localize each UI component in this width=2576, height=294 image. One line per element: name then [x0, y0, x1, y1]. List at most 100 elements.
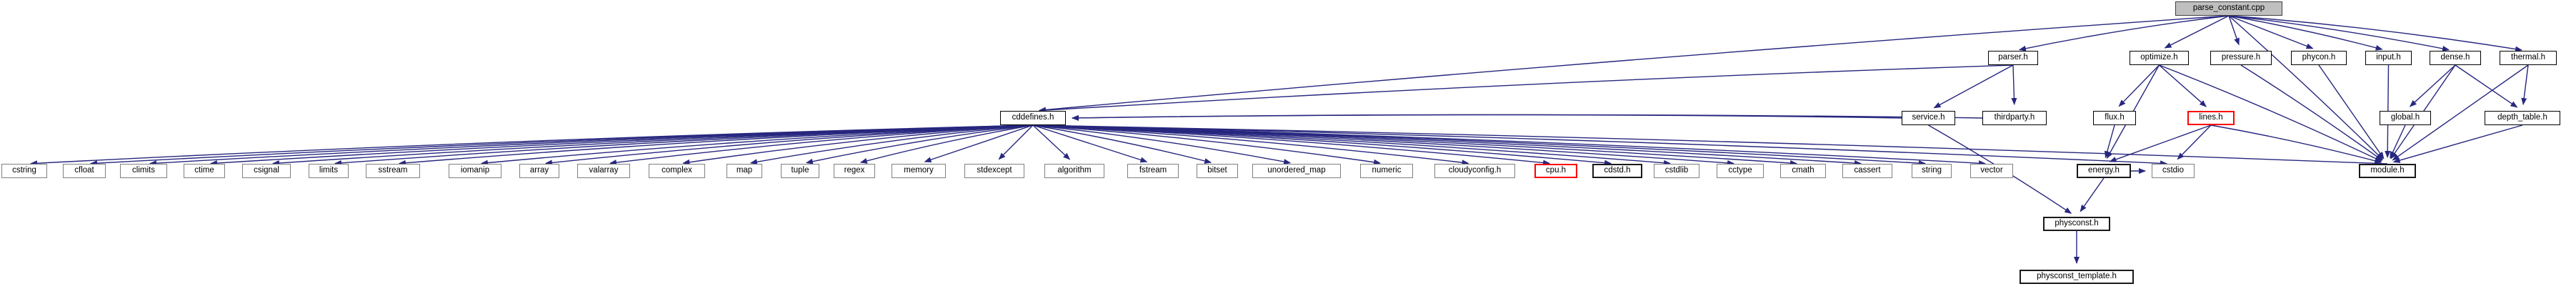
- graph-edge-cddefines-h-to-regex: [859, 124, 1034, 164]
- graph-node-climits[interactable]: climits: [120, 164, 167, 178]
- graph-node-label: iomanip: [460, 166, 490, 175]
- graph-node-label: physconst_template.h: [2037, 272, 2117, 281]
- graph-edge-cddefines-h-to-fstream: [1032, 124, 1148, 163]
- graph-node-optimize-h[interactable]: optimize.h: [2130, 51, 2189, 65]
- graph-node-cmath[interactable]: cmath: [1780, 164, 1826, 178]
- graph-node-label: pressure.h: [2221, 53, 2261, 62]
- graph-node-label: numeric: [1372, 166, 1402, 175]
- graph-node-label: cpu.h: [1545, 166, 1567, 175]
- graph-node-unordered-map[interactable]: unordered_map: [1252, 164, 1341, 178]
- graph-node-label: cfloat: [74, 166, 94, 175]
- graph-edge-parse-constant-cpp-to-input-h: [2228, 15, 2383, 51]
- graph-edge-cddefines-h-to-tuple: [805, 124, 1034, 165]
- graph-edge-flux-h-to-energy-h: [2104, 124, 2115, 159]
- graph-node-stdexcept[interactable]: stdexcept: [964, 164, 1024, 178]
- graph-node-cloudyconfig-h[interactable]: cloudyconfig.h: [1434, 164, 1515, 178]
- graph-edge-cddefines-h-to-cstdlib: [1032, 124, 1672, 166]
- graph-node-label: map: [736, 166, 753, 175]
- graph-node-service-h[interactable]: service.h: [1902, 111, 1955, 125]
- graph-node-depth-table-h[interactable]: depth_table.h: [2485, 111, 2560, 125]
- graph-node-csignal[interactable]: csignal: [242, 164, 291, 178]
- graph-node-label: csignal: [254, 166, 279, 175]
- graph-node-global-h[interactable]: global.h: [2380, 111, 2431, 125]
- graph-node-limits[interactable]: limits: [309, 164, 349, 178]
- graph-node-physconst-template-h[interactable]: physconst_template.h: [2020, 270, 2134, 284]
- graph-node-cassert[interactable]: cassert: [1842, 164, 1892, 178]
- graph-node-label: climits: [132, 166, 155, 175]
- graph-edge-cddefines-h-to-limits: [334, 124, 1034, 166]
- graph-node-ctime[interactable]: ctime: [184, 164, 225, 178]
- graph-edge-parse-constant-cpp-to-module-h: [2228, 15, 2384, 160]
- graph-node-label: complex: [662, 166, 692, 175]
- graph-node-dense-h[interactable]: dense.h: [2430, 51, 2481, 65]
- graph-node-label: parser.h: [1998, 53, 2028, 62]
- graph-node-cstdlib[interactable]: cstdlib: [1654, 164, 1699, 178]
- graph-node-regex[interactable]: regex: [834, 164, 875, 178]
- graph-edge-cddefines-h-to-cmath: [1032, 124, 1798, 166]
- graph-node-map[interactable]: map: [727, 164, 762, 178]
- graph-edge-cddefines-h-to-cstring: [29, 124, 1034, 167]
- graph-node-label: unordered_map: [1267, 166, 1326, 175]
- graph-node-flux-h[interactable]: flux.h: [2093, 111, 2136, 125]
- graph-node-algorithm[interactable]: algorithm: [1044, 164, 1104, 178]
- graph-edge-cddefines-h-to-cctype: [1032, 124, 1735, 166]
- graph-node-iomanip[interactable]: iomanip: [449, 164, 501, 178]
- graph-node-label: fstream: [1139, 166, 1167, 175]
- graph-node-cstdio[interactable]: cstdio: [2152, 164, 2195, 178]
- graph-edge-thirdparty-h-to-cddefines-h: [1072, 114, 1983, 121]
- graph-node-physconst-h[interactable]: physconst.h: [2043, 217, 2110, 231]
- graph-node-pressure-h[interactable]: pressure.h: [2210, 51, 2272, 65]
- graph-edge-cddefines-h-to-array: [544, 124, 1034, 166]
- graph-node-thermal-h[interactable]: thermal.h: [2500, 51, 2557, 65]
- graph-node-parser-h[interactable]: parser.h: [1988, 51, 2038, 65]
- graph-node-label: cdstd.h: [1604, 166, 1631, 175]
- graph-node-label: parse_constant.cpp: [2192, 4, 2265, 13]
- graph-edge-cddefines-h-to-map: [749, 124, 1034, 165]
- graph-node-label: lines.h: [2199, 113, 2223, 122]
- graph-edge-dense-h-to-depth-table-h: [2455, 64, 2518, 108]
- graph-node-cpu-h[interactable]: cpu.h: [1534, 164, 1577, 178]
- graph-node-cddefines-h[interactable]: cddefines.h: [1000, 111, 1066, 125]
- graph-node-cstring[interactable]: cstring: [1, 164, 47, 178]
- graph-edge-cddefines-h-to-numeric: [1032, 124, 1382, 165]
- graph-node-module-h[interactable]: module.h: [2359, 164, 2416, 178]
- graph-node-cdstd-h[interactable]: cdstd.h: [1592, 164, 1642, 178]
- graph-node-valarray[interactable]: valarray: [577, 164, 630, 178]
- graph-edge-cddefines-h-to-cassert: [1032, 124, 1862, 167]
- graph-edge-cddefines-h-to-memory: [924, 124, 1034, 163]
- graph-edge-parse-constant-cpp-to-phycon-h: [2228, 15, 2314, 49]
- graph-node-memory[interactable]: memory: [892, 164, 946, 178]
- graph-node-label: depth_table.h: [2497, 113, 2547, 122]
- graph-node-thirdparty-h[interactable]: thirdparty.h: [1982, 111, 2047, 125]
- graph-node-tuple[interactable]: tuple: [781, 164, 819, 178]
- graph-node-label: vector: [1980, 166, 2003, 175]
- graph-edge-parse-constant-cpp-to-pressure-h: [2228, 15, 2240, 46]
- graph-node-complex[interactable]: complex: [649, 164, 705, 178]
- graph-node-input-h[interactable]: input.h: [2365, 51, 2412, 65]
- graph-node-phycon-h[interactable]: phycon.h: [2291, 51, 2347, 65]
- graph-node-fstream[interactable]: fstream: [1127, 164, 1179, 178]
- graph-node-array[interactable]: array: [519, 164, 559, 178]
- graph-node-label: valarray: [589, 166, 619, 175]
- graph-node-cfloat[interactable]: cfloat: [63, 164, 106, 178]
- graph-node-lines-h[interactable]: lines.h: [2187, 111, 2235, 125]
- graph-node-label: algorithm: [1057, 166, 1092, 175]
- graph-node-energy-h[interactable]: energy.h: [2077, 164, 2131, 178]
- graph-edge-parse-constant-cpp-to-thermal-h: [2228, 15, 2523, 52]
- graph-node-parse-constant-cpp[interactable]: parse_constant.cpp: [2175, 1, 2282, 16]
- graph-node-cctype[interactable]: cctype: [1717, 164, 1764, 178]
- graph-node-string[interactable]: string: [1912, 164, 1952, 178]
- graph-node-label: array: [529, 166, 549, 175]
- graph-node-vector[interactable]: vector: [1970, 164, 2013, 178]
- graph-node-sstream[interactable]: sstream: [366, 164, 420, 178]
- graph-node-label: module.h: [2370, 166, 2405, 175]
- graph-node-label: cddefines.h: [1012, 113, 1054, 122]
- graph-node-label: cstdlib: [1664, 166, 1689, 175]
- graph-edge-cddefines-h-to-vector: [1032, 124, 1987, 167]
- graph-node-bitset[interactable]: bitset: [1197, 164, 1238, 178]
- graph-node-label: cstdio: [2162, 166, 2185, 175]
- graph-edge-cddefines-h-to-unordered-map: [1032, 124, 1292, 165]
- graph-node-numeric[interactable]: numeric: [1360, 164, 1413, 178]
- graph-edge-cddefines-h-to-cfloat: [89, 124, 1034, 167]
